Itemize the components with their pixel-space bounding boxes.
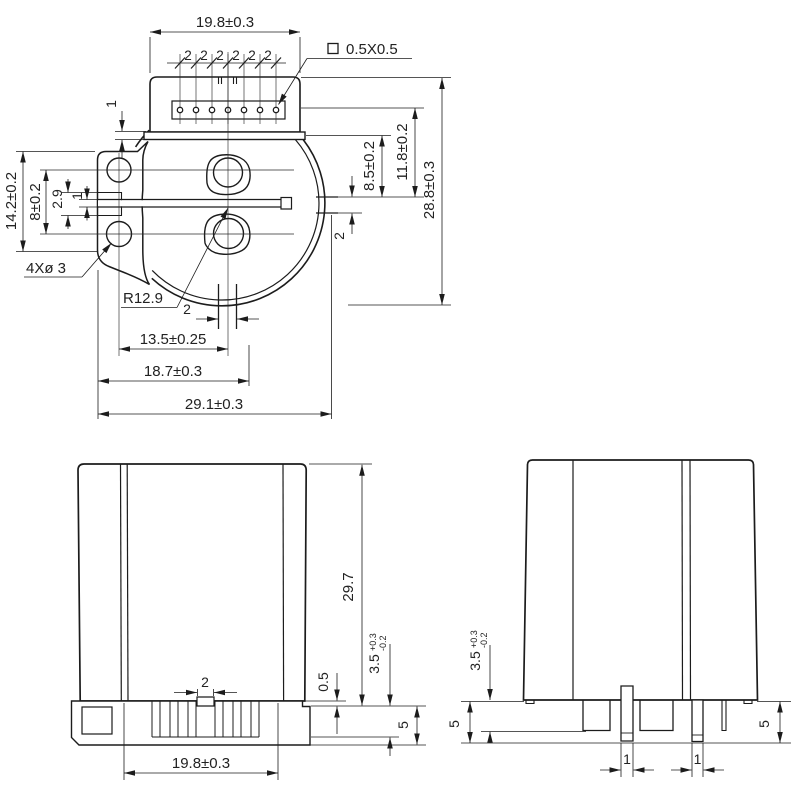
- dim-overall-height: 28.8±0.3: [421, 161, 438, 219]
- front-seam-line: [282, 464, 285, 701]
- standoff-boss-2: [639, 700, 674, 732]
- dim-side-standoff-plus: +0.3: [469, 630, 479, 648]
- body-outer-arc: [151, 139, 326, 307]
- dim-front-tab: 2: [201, 674, 209, 690]
- dim-front-standoff-minus: -0.2: [378, 635, 388, 651]
- dim-top-to-slot: 8.5±0.2: [361, 141, 378, 191]
- note-radius: R12.9: [123, 290, 163, 307]
- dim-slot-pair: 2: [183, 301, 191, 317]
- dim-front-step: 0.5: [315, 672, 331, 692]
- body-outer-arc-topleft: [134, 129, 150, 148]
- square-symbol: [327, 42, 339, 55]
- side-bottom-step: [525, 700, 535, 705]
- side-seam-line: [681, 460, 684, 700]
- dim-notch-height: 2.9: [49, 189, 65, 209]
- base-plate: [143, 131, 306, 141]
- side-bottom-step: [743, 700, 753, 705]
- dim-front-standoff-plus: +0.3: [368, 633, 378, 651]
- dim-hole-to-center: 13.5±0.25: [140, 331, 207, 348]
- side-view-dimensions: [461, 645, 791, 777]
- dim-front-base-width: 19.8±0.3: [172, 755, 230, 772]
- dim-front-height: 29.7: [340, 572, 357, 601]
- dim-side-pin-width-1: 1: [623, 751, 631, 767]
- standoff-boss-1: [582, 700, 611, 732]
- dim-pin-to-slot: 11.8±0.2: [394, 123, 411, 180]
- dim-plate-thickness: 1: [103, 100, 119, 108]
- body-inner-arc: [151, 139, 320, 301]
- terminal-pin-2: [691, 699, 704, 743]
- dim-overall-width: 29.1±0.3: [185, 396, 243, 413]
- dim-conn-width: 19.8±0.3: [196, 14, 254, 31]
- boss-lower-hole: [212, 217, 245, 250]
- front-center-tab: [196, 696, 215, 707]
- dim-side-pin-length-left: 5: [446, 720, 462, 728]
- dim-pitch-4: 2: [232, 48, 240, 63]
- centerlines: [40, 52, 294, 356]
- dim-front-standoff-value: 3.5: [366, 654, 382, 674]
- dim-side-standoff: 3.5 +0.3 -0.2: [467, 630, 489, 671]
- note-pad-square: 0.5X0.5: [346, 41, 398, 58]
- top-view: 19.8±0.3 2 2 2 2 2 2 0.5X0.5 1 14.2±0.2 …: [3, 14, 451, 419]
- pitch-tick-marks: [174, 57, 282, 69]
- front-seam-line: [126, 464, 129, 701]
- dim-side-pin-width-2: 1: [694, 751, 702, 767]
- front-seam-line: [119, 464, 122, 701]
- dim-front-pin-length: 5: [395, 721, 411, 729]
- slot-core: [98, 200, 290, 207]
- dim-side-pin-length-right: 5: [756, 720, 772, 728]
- slot-end-cap: [280, 196, 293, 210]
- terminal-pin-1: [620, 685, 634, 742]
- connector-pins: [176, 106, 280, 114]
- dim-pitch-6: 2: [264, 48, 272, 63]
- front-view: 29.7 2 0.5 3.5 +0.3 -0.2 5 19.8±0.3: [70, 463, 426, 780]
- front-base-notch: [81, 706, 113, 735]
- dim-side-standoff-value: 3.5: [467, 651, 483, 671]
- dim-side-standoff-minus: -0.2: [479, 632, 489, 648]
- dim-pitch-2: 2: [200, 48, 208, 63]
- top-view-dimensions: [16, 29, 451, 419]
- side-seam-line: [689, 460, 692, 700]
- dim-stub-height: 2: [331, 232, 347, 240]
- front-body: [77, 463, 308, 702]
- side-body: [522, 459, 759, 701]
- dim-pitch-1: 2: [184, 48, 192, 63]
- dim-front-standoff: 3.5 +0.3 -0.2: [366, 633, 388, 674]
- dim-flange-height: 14.2±0.2: [3, 172, 20, 230]
- note-holes: 4Xø 3: [26, 260, 66, 277]
- dim-body-width: 18.7±0.3: [144, 363, 202, 380]
- side-view: 3.5 +0.3 -0.2 5 5 1 1: [446, 459, 791, 777]
- dim-hole-spacing: 8±0.2: [27, 183, 44, 220]
- dim-pitch-3: 2: [216, 48, 224, 63]
- front-view-dimensions: [123, 463, 426, 780]
- standoff-rib: [721, 700, 727, 732]
- dim-pitch-5: 2: [248, 48, 256, 63]
- front-comb-slots: [151, 701, 260, 738]
- dim-slot-width: 1: [69, 192, 85, 200]
